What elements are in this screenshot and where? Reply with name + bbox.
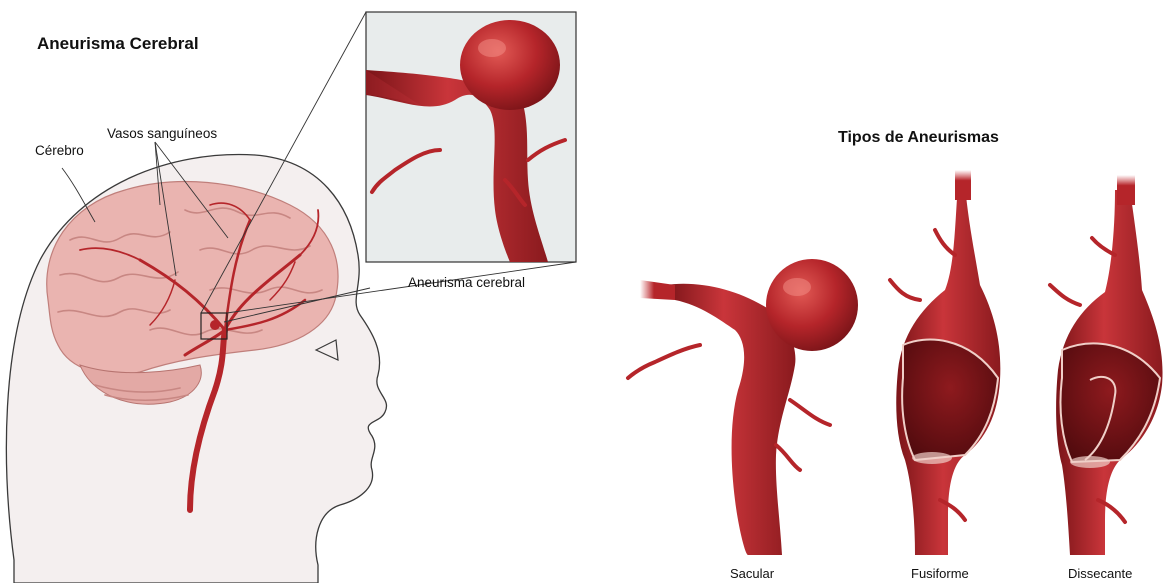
vessels-label: Vasos sanguíneos [107,126,217,141]
inset-zoom [366,12,576,262]
left-title: Aneurisma Cerebral [37,34,199,54]
small-aneurysm-marker [210,320,220,330]
type-sacular [628,259,858,555]
type-fusiforme [890,170,1000,555]
type-label-fusiforme: Fusiforme [911,566,969,581]
brain-label: Cérebro [35,143,84,158]
right-title: Tipos de Aneurismas [838,129,999,147]
aneurysm-label: Aneurisma cerebral [408,275,525,290]
type-dissecante [1050,175,1163,555]
type-label-sacular: Sacular [730,566,774,581]
type-label-dissecante: Dissecante [1068,566,1132,581]
